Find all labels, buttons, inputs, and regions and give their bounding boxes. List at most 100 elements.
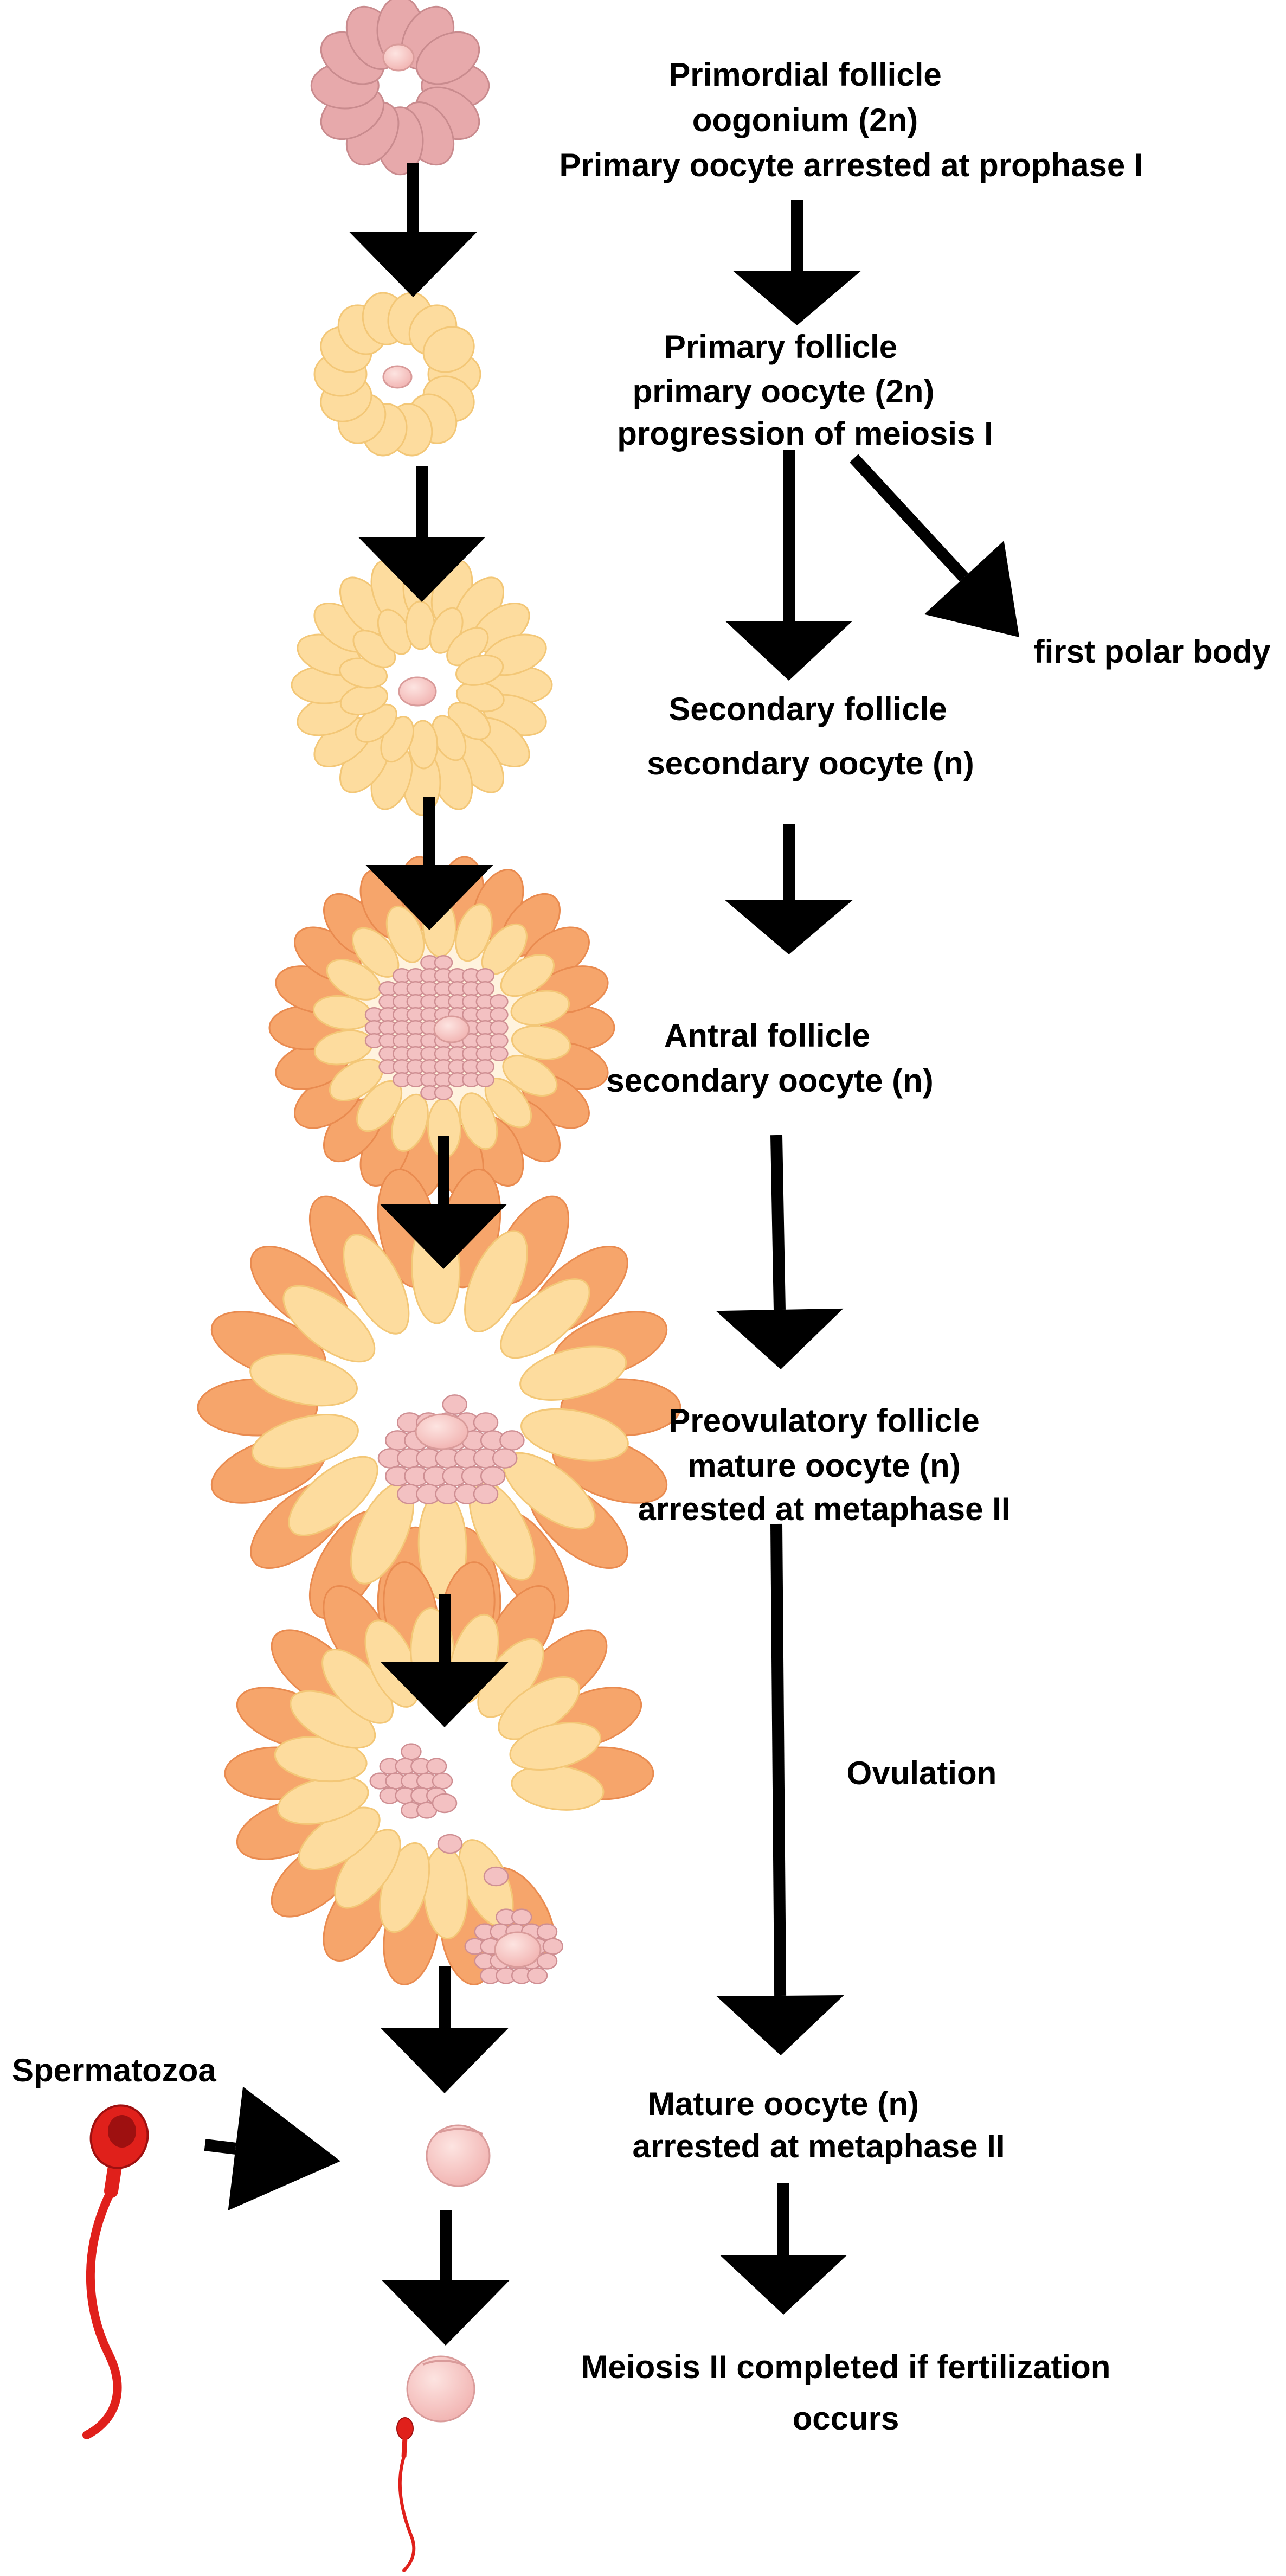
fertilized-oocyte-cell bbox=[406, 2355, 475, 2423]
primordial-cell bbox=[415, 31, 480, 85]
arrow-left-6-head bbox=[381, 2028, 509, 2093]
zona-highlight bbox=[439, 2128, 483, 2135]
cumulus-cell bbox=[426, 1758, 447, 1775]
arrow-left-3-head bbox=[365, 865, 493, 930]
granulosa-cell bbox=[455, 903, 493, 962]
stage-primary-title: Primary follicle bbox=[664, 329, 897, 365]
spermatozoa-label: Spermatozoa bbox=[12, 2052, 216, 2088]
arrow-right-3-head bbox=[725, 900, 853, 954]
granulosa-cell bbox=[385, 905, 425, 963]
fertilized-oocyte bbox=[406, 2355, 475, 2423]
expelled-oocyte bbox=[494, 1931, 542, 1968]
arrow-left-1-head bbox=[349, 232, 477, 297]
follicle-antral bbox=[268, 856, 615, 1200]
stage-preovulatory-line3: arrested at metaphase II bbox=[638, 1491, 1011, 1527]
cumulus-cell bbox=[490, 994, 509, 1010]
expelled-cumulus-cell bbox=[536, 1952, 558, 1970]
stage-primary-line3: progression of meiosis I bbox=[617, 415, 993, 452]
arrow-sperm-shaft bbox=[204, 2139, 236, 2155]
cumulus-cell bbox=[475, 981, 495, 997]
cumulus-cell bbox=[432, 1772, 453, 1790]
granulosa-cell bbox=[500, 954, 555, 997]
stage-preovulatory-title: Preovulatory follicle bbox=[668, 1402, 980, 1439]
cumulus-cell bbox=[480, 1466, 506, 1486]
arrow-left-5-head bbox=[381, 1662, 509, 1727]
stage-secondary-title: Secondary follicle bbox=[668, 691, 947, 727]
primary-oocyte bbox=[382, 365, 413, 389]
arrow-right-1-head bbox=[733, 271, 861, 325]
cumulus-cell bbox=[434, 1085, 453, 1101]
granulosa-cell bbox=[500, 1278, 590, 1359]
cumulus-cell bbox=[473, 1412, 499, 1433]
zona-highlight bbox=[422, 2360, 466, 2367]
arrow-left-7-head bbox=[382, 2280, 510, 2346]
arrow-polar-body-shaft bbox=[849, 454, 969, 582]
granulosa-cell bbox=[464, 1230, 528, 1333]
arrow-right-2-head bbox=[725, 621, 853, 681]
cumulus-cell bbox=[490, 1007, 509, 1023]
cumulus-cell bbox=[492, 1448, 518, 1469]
spermatozoon-large bbox=[82, 2104, 149, 2439]
sperm-tail bbox=[398, 2455, 416, 2572]
granulosa-inner-cell bbox=[455, 654, 504, 686]
released-cell bbox=[483, 1866, 509, 1887]
cumulus-cell bbox=[499, 1430, 525, 1451]
arrow-right-5-shaft bbox=[770, 1523, 787, 1996]
sperm-midpiece bbox=[401, 2437, 408, 2457]
follicle-primordial bbox=[310, 0, 490, 176]
granulosa-cell bbox=[459, 1092, 498, 1150]
right-arrows bbox=[716, 200, 1019, 2315]
granulosa-cell bbox=[510, 990, 570, 1026]
spermatozoon-small bbox=[396, 2417, 416, 2572]
granulosa-cell bbox=[343, 1234, 410, 1335]
left-arrows bbox=[204, 163, 510, 2346]
mature-oocyte-cell bbox=[426, 2124, 491, 2187]
granulosa-cell bbox=[422, 326, 475, 373]
arrow-right-6-head bbox=[719, 2255, 847, 2315]
granulosa-cell bbox=[282, 1285, 376, 1363]
stage-primordial-title: Primordial follicle bbox=[668, 56, 941, 93]
arrow-right-5-head bbox=[716, 1995, 844, 2055]
stage-preovulatory-line2: mature oocyte (n) bbox=[687, 1447, 960, 1484]
arrow-polar-body-head bbox=[924, 540, 1019, 637]
cumulus-cell bbox=[442, 1394, 468, 1415]
first-polar-body-label: first polar body bbox=[1034, 633, 1271, 670]
mature-oocyte bbox=[426, 2124, 491, 2187]
granulosa-cell bbox=[251, 1414, 359, 1469]
sperm-tail bbox=[82, 2187, 122, 2439]
arrow-right-4-head bbox=[716, 1308, 844, 1369]
expelled-cumulus-cell bbox=[511, 1908, 532, 1926]
arrow-left-2-head bbox=[358, 537, 486, 602]
stage-meiosis-line1: Meiosis II completed if fertilization bbox=[581, 2349, 1111, 2385]
expelled-cumulus-cell bbox=[526, 1967, 548, 1984]
cumulus-cell bbox=[490, 1033, 509, 1049]
expelled-cumulus-cell bbox=[542, 1938, 564, 1955]
primordial-oocyte bbox=[382, 43, 415, 72]
granulosa-cell bbox=[519, 1345, 627, 1401]
released-cell bbox=[432, 1793, 458, 1814]
stage-antral-line2: secondary oocyte (n) bbox=[606, 1062, 934, 1099]
granulosa-cell bbox=[249, 1353, 358, 1407]
cumulus-cell bbox=[401, 1743, 422, 1760]
granulosa-cell bbox=[509, 1722, 602, 1771]
ovulation-label: Ovulation bbox=[847, 1755, 997, 1791]
cumulus-cell bbox=[473, 1484, 499, 1504]
cumulus-cell bbox=[475, 1072, 495, 1088]
sperm-nucleus bbox=[108, 2115, 136, 2148]
antral-oocyte bbox=[433, 1015, 470, 1043]
granulosa-cell bbox=[520, 1408, 629, 1462]
stage-meiosis-line2: occurs bbox=[793, 2400, 899, 2437]
follicle-primary bbox=[313, 292, 481, 457]
preov-oocyte bbox=[415, 1413, 469, 1450]
released-cell bbox=[437, 1834, 463, 1854]
follicle-ruptured bbox=[224, 1561, 654, 1985]
granulosa-cell bbox=[511, 1025, 571, 1060]
arrow-sperm-head bbox=[228, 2086, 340, 2210]
secondary-oocyte bbox=[398, 676, 437, 707]
expelled-cumulus-cell bbox=[536, 1923, 558, 1940]
stage-mature-title: Mature oocyte (n) bbox=[648, 2086, 919, 2122]
stage-primary-line2: primary oocyte (2n) bbox=[633, 373, 935, 409]
follicle-preovulatory bbox=[197, 1168, 681, 1646]
arrow-right-4-shaft bbox=[770, 1135, 786, 1310]
